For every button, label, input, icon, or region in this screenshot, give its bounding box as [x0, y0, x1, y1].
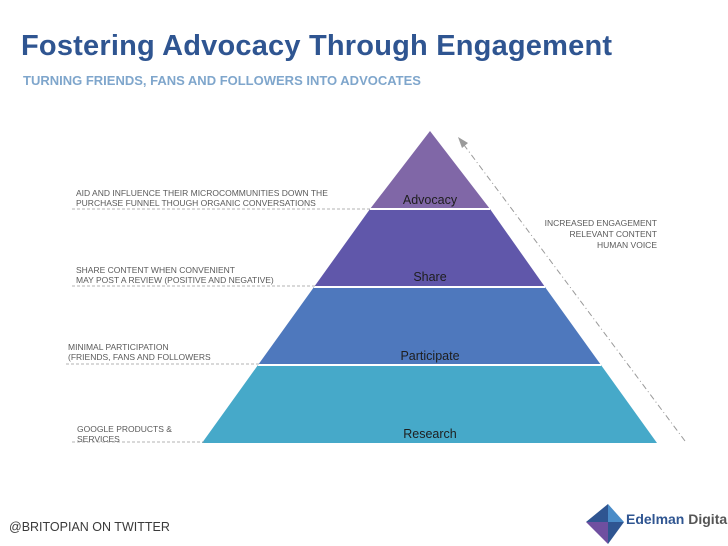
pyramid-label-share: Share [413, 270, 446, 284]
pyramid-label-advocacy: Advocacy [403, 193, 458, 207]
engagement-arrow-line [463, 144, 686, 442]
note-research-line2: SERVICES [77, 434, 120, 444]
note-advocacy-line1: AID AND INFLUENCE THEIR MICROCOMMUNITIES… [76, 188, 328, 198]
note-share: SHARE CONTENT WHEN CONVENIENT MAY POST A… [76, 265, 274, 285]
note-advocacy-line2: PURCHASE FUNNEL THOUGH ORGANIC CONVERSAT… [76, 198, 316, 208]
twitter-handle: @BRITOPIAN ON TWITTER [9, 520, 170, 534]
logo-mark-left [586, 522, 608, 544]
pyramid-layer-advocacy [370, 131, 490, 209]
engagement-note-line3: HUMAN VOICE [597, 240, 657, 250]
note-participate: MINIMAL PARTICIPATION (FRIENDS, FANS AND… [68, 342, 211, 362]
logo-wordmark: Edelman Digital [626, 511, 728, 527]
edelman-digital-logo: Edelman Digital [582, 500, 728, 546]
logo-mark-right [608, 504, 624, 522]
note-share-line2: MAY POST A REVIEW (POSITIVE AND NEGATIVE… [76, 275, 274, 285]
pyramid-label-participate: Participate [400, 349, 459, 363]
note-research: GOOGLE PRODUCTS & SERVICES [77, 424, 172, 444]
engagement-note: INCREASED ENGAGEMENT RELEVANT CONTENT HU… [545, 218, 657, 251]
page-title: Fostering Advocacy Through Engagement [21, 30, 613, 62]
engagement-note-line2: RELEVANT CONTENT [569, 229, 657, 239]
note-share-line1: SHARE CONTENT WHEN CONVENIENT [76, 265, 235, 275]
logo-mark-bottom [608, 522, 624, 544]
engagement-arrow-head [458, 137, 468, 148]
edelman-logo-mark-icon [586, 504, 624, 544]
note-participate-line1: MINIMAL PARTICIPATION [68, 342, 169, 352]
logo-product: Digital [688, 511, 728, 527]
engagement-note-line1: INCREASED ENGAGEMENT [544, 218, 657, 228]
logo-brand: Edelman [626, 511, 685, 527]
pyramid-layer-research [202, 365, 657, 443]
page-subtitle: TURNING FRIENDS, FANS AND FOLLOWERS INTO… [23, 73, 421, 88]
pyramid-layer-share [314, 209, 545, 287]
note-participate-line2: (FRIENDS, FANS AND FOLLOWERS [68, 352, 211, 362]
note-advocacy: AID AND INFLUENCE THEIR MICROCOMMUNITIES… [76, 188, 328, 208]
pyramid-layer-participate [258, 287, 601, 365]
note-research-line1: GOOGLE PRODUCTS & [77, 424, 172, 434]
pyramid-label-research: Research [403, 427, 457, 441]
logo-mark-top [586, 504, 608, 522]
